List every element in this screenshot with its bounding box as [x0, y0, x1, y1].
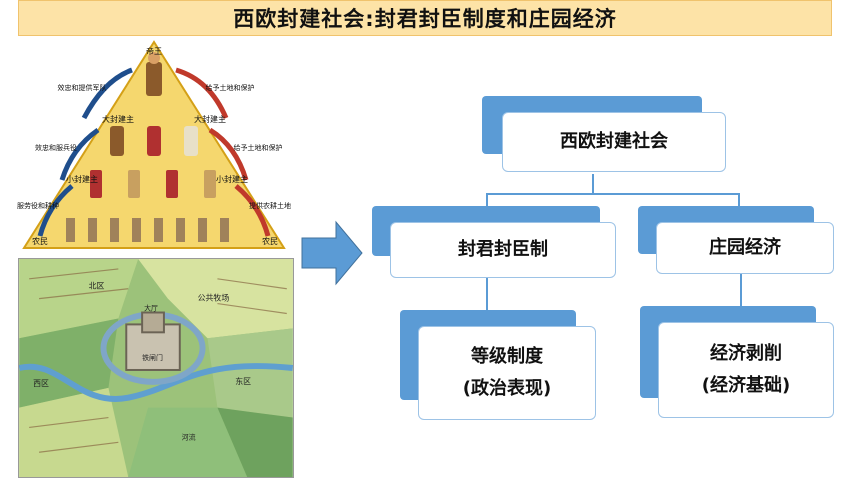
left-leaf-line1: 等级制度 — [471, 346, 543, 367]
left-leaf-node: 等级制度 (政治表现) — [400, 310, 596, 420]
map-label-pasture: 公共牧场 — [198, 293, 230, 303]
map-label-gate: 铁闸门 — [142, 353, 163, 362]
right-label-2: 给予土地和保护 — [234, 143, 283, 152]
level-emperor: 帝王 — [146, 46, 162, 56]
map-label-east: 东区 — [235, 376, 251, 386]
title-bar: 西欧封建社会:封君封臣制度和庄园经济 — [18, 0, 832, 36]
root-node: 西欧封建社会 — [482, 96, 726, 176]
connector-left-leaf — [486, 276, 488, 312]
map-label-hall: 大厅 — [144, 304, 158, 313]
right-branch-node: 庄园经济 — [638, 206, 834, 274]
left-label-1: 效忠和提供军队 — [58, 83, 107, 92]
connector-root-down — [592, 174, 594, 194]
level-great-lord-left: 大封建主 — [102, 114, 134, 124]
right-leaf-node: 经济剥削 (经济基础) — [640, 306, 836, 418]
map-label-river: 河流 — [182, 432, 196, 441]
level-peasant-left: 农民 — [32, 236, 48, 246]
manor-map-illustration: 北区 公共牧场 西区 东区 铁闸门 大厅 河流 — [18, 258, 294, 478]
right-branch-label: 庄园经济 — [709, 237, 781, 258]
map-label-west: 西区 — [33, 379, 49, 388]
level-small-lord-left: 小封建主 — [66, 174, 98, 184]
left-label-2: 效忠和服兵役 — [35, 143, 77, 152]
connector-right-leaf — [740, 272, 742, 312]
right-leaf-line2: (经济基础) — [701, 375, 791, 396]
right-leaf-line1: 经济剥削 — [710, 343, 782, 364]
right-arrow-icon — [301, 220, 363, 286]
level-small-lord-right: 小封建主 — [216, 174, 248, 184]
page-title: 西欧封建社会:封君封臣制度和庄园经济 — [233, 7, 617, 31]
level-peasant-right: 农民 — [262, 236, 278, 246]
root-node-label: 西欧封建社会 — [560, 131, 668, 152]
feudal-pyramid-illustration: 帝王 大封建主 大封建主 小封建主 小封建主 农民 农民 效忠和提供军队 效忠和… — [17, 40, 291, 249]
map-label-north: 北区 — [89, 282, 105, 291]
level-great-lord-right: 大封建主 — [194, 114, 226, 124]
left-branch-label: 封君封臣制 — [458, 239, 548, 260]
left-label-3: 服劳役和耕种 — [17, 201, 59, 210]
right-label-3: 提供农耕土地 — [249, 201, 291, 210]
right-label-1: 给予土地和保护 — [206, 83, 255, 92]
left-branch-node: 封君封臣制 — [372, 206, 616, 278]
left-leaf-line2: (政治表现) — [462, 378, 552, 399]
connector-horizontal — [486, 193, 740, 195]
